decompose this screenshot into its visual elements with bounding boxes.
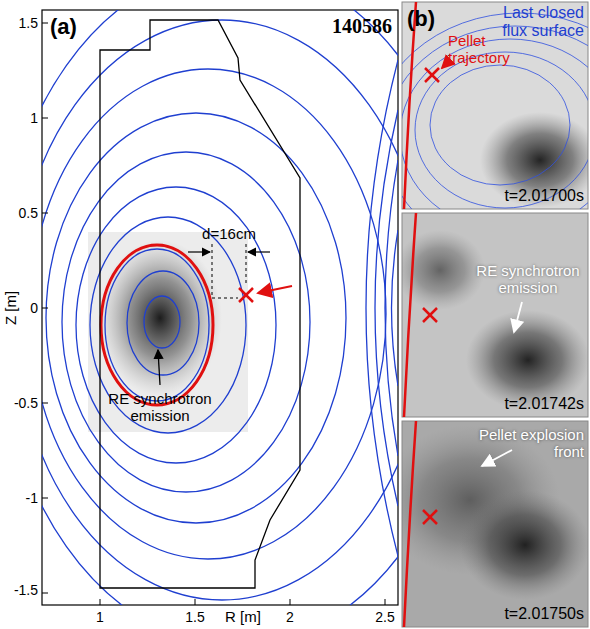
flux-surfaces — [42, 10, 398, 605]
flux-contour — [144, 296, 180, 348]
last-closed-flux-surface — [101, 245, 213, 405]
leader-arrow — [514, 302, 522, 332]
flux-contour — [375, 110, 398, 506]
tick-label: 0.5 — [19, 205, 38, 221]
leader-arrow — [482, 450, 512, 466]
pellet-marker — [423, 308, 437, 322]
time-label: t=2.01742s — [504, 395, 584, 413]
tick-label: 2.5 — [375, 609, 394, 625]
annotation: RE synchrotron emission — [468, 262, 588, 297]
dimension-arrow — [188, 251, 210, 252]
dimension-label: d=16cm — [202, 225, 256, 242]
camera-overlay — [88, 232, 248, 432]
synchrotron-glow — [460, 490, 588, 600]
tick-label: 1 — [30, 110, 38, 126]
axis-title: R [m] — [225, 608, 261, 625]
flux-contour — [42, 69, 386, 559]
flux-contour — [385, 160, 398, 456]
flux-contour — [42, 10, 398, 605]
flux-contour — [127, 271, 199, 375]
pellet-arrow — [258, 286, 292, 293]
time-label: t=2.01750s — [504, 605, 584, 623]
axis-title: Z [m] — [2, 291, 19, 325]
tick-label: 2 — [286, 609, 294, 625]
flux-contour — [366, 60, 398, 556]
wall-line — [404, 2, 416, 209]
annotation: Last closed flux surface — [474, 4, 584, 41]
tick-label: -1.5 — [14, 582, 38, 598]
flux-contour — [105, 249, 209, 401]
flux-contour — [90, 217, 246, 433]
pellet-marker — [239, 288, 253, 302]
vessel-wall — [100, 20, 300, 588]
axis-ticks — [42, 23, 385, 605]
flux-contour — [62, 152, 310, 492]
tick-label: 0 — [30, 300, 38, 316]
shot-number: 140586 — [332, 15, 392, 38]
plot-frame — [42, 10, 398, 605]
panel-label: (b) — [407, 6, 435, 31]
synchrotron-glow — [480, 112, 588, 208]
wall-line — [404, 421, 416, 627]
panel-label: (a) — [50, 14, 77, 39]
wall-line — [404, 213, 416, 417]
pellet-marker — [423, 510, 437, 524]
tick-label: -0.5 — [14, 395, 38, 411]
time-label: t=2.01700s — [504, 187, 584, 205]
dimension-arrow — [248, 251, 270, 252]
tick-label: 1 — [96, 609, 104, 625]
flux-surfaces — [402, 13, 588, 209]
flux-contour — [392, 230, 399, 386]
annotation: Pellet explosion front — [459, 426, 584, 461]
flux-contour — [76, 187, 276, 463]
annotation: Pellet trajectory — [448, 32, 526, 67]
tick-label: 1.5 — [19, 15, 38, 31]
flux-contour — [46, 113, 346, 523]
flux-contour — [42, 20, 398, 600]
annotation: RE synchrotron emission — [98, 390, 223, 425]
tick-label: 1.5 — [185, 609, 204, 625]
pellet-marker — [425, 68, 439, 82]
leader-arrow — [158, 350, 160, 385]
tick-label: -1 — [26, 490, 38, 506]
